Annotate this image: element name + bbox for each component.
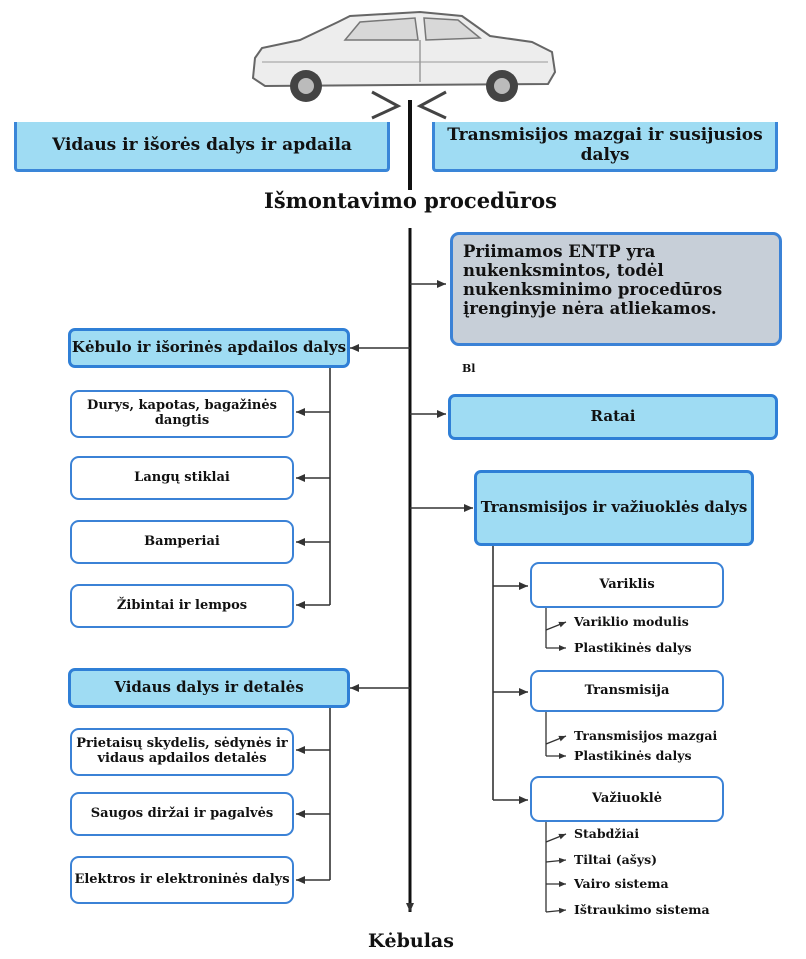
body-exterior-label: Kėbulo ir išorinės apdailos dalys [71, 338, 347, 357]
body-exterior-header: Kėbulo ir išorinės apdailos dalys [68, 328, 350, 368]
electrical-label: Elektros ir elektroninės dalys [74, 871, 290, 887]
seatbelts-box: Saugos diržai ir pagalvės [70, 792, 294, 836]
transmission-chassis-header: Transmisijos ir važiuoklės dalys [474, 470, 754, 546]
main-title: Išmontavimo procedūros [264, 188, 557, 213]
engine-sub-module: Variklio modulis [574, 614, 689, 629]
transmission-label: Transmisija [584, 682, 670, 698]
electrical-box: Elektros ir elektroninės dalys [70, 856, 294, 904]
top-right-box: Transmisijos mazgai ir susijusios dalys [432, 122, 778, 172]
dashboard-label: Prietaisų skydelis, sėdynės ir vidaus ap… [76, 736, 288, 766]
bumpers-box: Bamperiai [70, 520, 294, 564]
bumpers-label: Bamperiai [144, 533, 220, 549]
transmission-sub-plastic: Plastikinės dalys [574, 748, 692, 763]
top-right-label: Transmisijos mazgai ir susijusios dalys [447, 124, 763, 165]
chassis-sub-exhaust: Ištraukimo sistema [574, 902, 710, 917]
wheels-label: Ratai [590, 407, 636, 426]
doors-box: Durys, kapotas, bagažinės dangtis [70, 390, 294, 438]
note-fragment: Bl [462, 362, 476, 375]
lights-box: Žibintai ir lempos [70, 584, 294, 628]
transmission-sub-units: Transmisijos mazgai [574, 728, 718, 743]
transmission-box: Transmisija [530, 670, 724, 712]
windows-box: Langų stiklai [70, 456, 294, 500]
chassis-sub-brakes: Stabdžiai [574, 826, 640, 841]
windows-label: Langų stiklai [134, 469, 230, 485]
bottom-label: Kėbulas [368, 930, 454, 952]
engine-box: Variklis [530, 562, 724, 608]
chassis-label: Važiuoklė [592, 790, 662, 806]
lights-label: Žibintai ir lempos [116, 597, 248, 613]
wheels-box: Ratai [448, 394, 778, 440]
chassis-sub-axles: Tiltai (ašys) [574, 852, 658, 867]
note-box: Priimamos ENTP yra nukenksmintos, todėl … [450, 232, 782, 346]
interior-header: Vidaus dalys ir detalės [68, 668, 350, 708]
doors-label: Durys, kapotas, bagažinės dangtis [87, 398, 277, 428]
chassis-box: Važiuoklė [530, 776, 724, 822]
seatbelts-label: Saugos diržai ir pagalvės [90, 805, 274, 821]
note-text: Priimamos ENTP yra nukenksmintos, todėl … [463, 242, 723, 318]
top-left-box: Vidaus ir išorės dalys ir apdaila [14, 122, 390, 172]
chassis-sub-steering: Vairo sistema [574, 876, 669, 891]
engine-label: Variklis [599, 576, 655, 592]
transmission-chassis-label: Transmisijos ir važiuoklės dalys [480, 498, 748, 517]
interior-label: Vidaus dalys ir detalės [114, 678, 304, 697]
car-icon [251, 10, 557, 120]
engine-sub-plastic: Plastikinės dalys [574, 640, 692, 655]
dashboard-box: Prietaisų skydelis, sėdynės ir vidaus ap… [70, 728, 294, 776]
top-left-label: Vidaus ir išorės dalys ir apdaila [52, 134, 352, 155]
